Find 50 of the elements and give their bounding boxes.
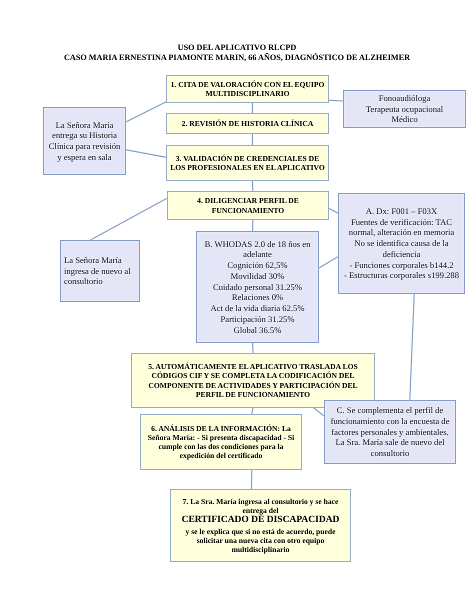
diagram-title: USO DEL APLICATIVO RLCPD (176, 43, 298, 52)
box-text: La Señora María ingresa de nuevo al consultorio (64, 254, 132, 288)
connector-line (252, 342, 254, 354)
process-box (166, 75, 329, 103)
connector-line (318, 256, 338, 268)
connector-line (250, 470, 252, 490)
process-box (166, 113, 329, 134)
box-text: Médico (391, 114, 418, 126)
box-text: Fuentes de verificación: TAC normal, alteración en memoria (348, 216, 456, 238)
box-text: No se identifica causa de la deficiencia (353, 238, 450, 260)
box-text: Global 36.5% (234, 324, 282, 336)
note-box (324, 400, 456, 464)
box-text: B. WHODAS 2.0 de 18 ños en adelante (204, 238, 312, 260)
box-text: Relaciones 0% (232, 292, 284, 304)
connector-line (314, 408, 324, 416)
box-text: CERTIFICADO DE DISCAPACIDAD (182, 515, 340, 527)
diagram-subtitle: CASO MARIA ERNESTINA PIAMONTE MARIN, 66 AÑOS, DIAGNÓSTICO DE ALZHEIMER (63, 53, 411, 62)
process-box (167, 191, 329, 220)
note-box (196, 231, 319, 343)
connector-line (252, 220, 254, 232)
box-text: Terapeuta ocupacional (366, 104, 444, 114)
connector-line (126, 149, 166, 158)
box-text: - Estructuras corporales s199.288 (344, 270, 460, 282)
box-text: Movilidad 30% (230, 270, 284, 282)
connector-line (328, 208, 338, 214)
process-box (140, 414, 302, 470)
connector-line (328, 100, 344, 102)
connector-line (252, 134, 253, 145)
note-box (343, 90, 466, 128)
box-text: Participación 31.25% (220, 314, 294, 325)
box-text: - Funciones corporales b144.2 (349, 260, 454, 270)
box-text: Cuidado personal 31.25% (212, 282, 302, 292)
connector-line (252, 103, 253, 113)
box-text: Fonoaudióloga (378, 93, 430, 104)
box-text: La Señora María entrega su Historia Clínica para revisión y espera en sala (48, 120, 122, 162)
box-text: Cognición 62,5% (227, 260, 288, 271)
note-box (60, 240, 140, 302)
connector-line (252, 180, 254, 192)
process-box (131, 353, 375, 408)
connector-line (409, 294, 415, 400)
process-box (166, 145, 329, 181)
connector-line (126, 101, 166, 122)
note-box (338, 193, 465, 294)
box-text: Act de la vida diaria 62.5% (210, 303, 305, 314)
box-text: C. Se complementa el perfil de funcionamiento con la encuesta de factores personales y ambientales. La Sra. María sale de nuevo del consultorio (330, 405, 450, 459)
connector-line (251, 408, 254, 414)
process-box (170, 489, 351, 562)
note-box (43, 107, 126, 175)
box-text: A. Dx: F001 – F03X (366, 206, 438, 217)
connector-line (90, 198, 168, 241)
